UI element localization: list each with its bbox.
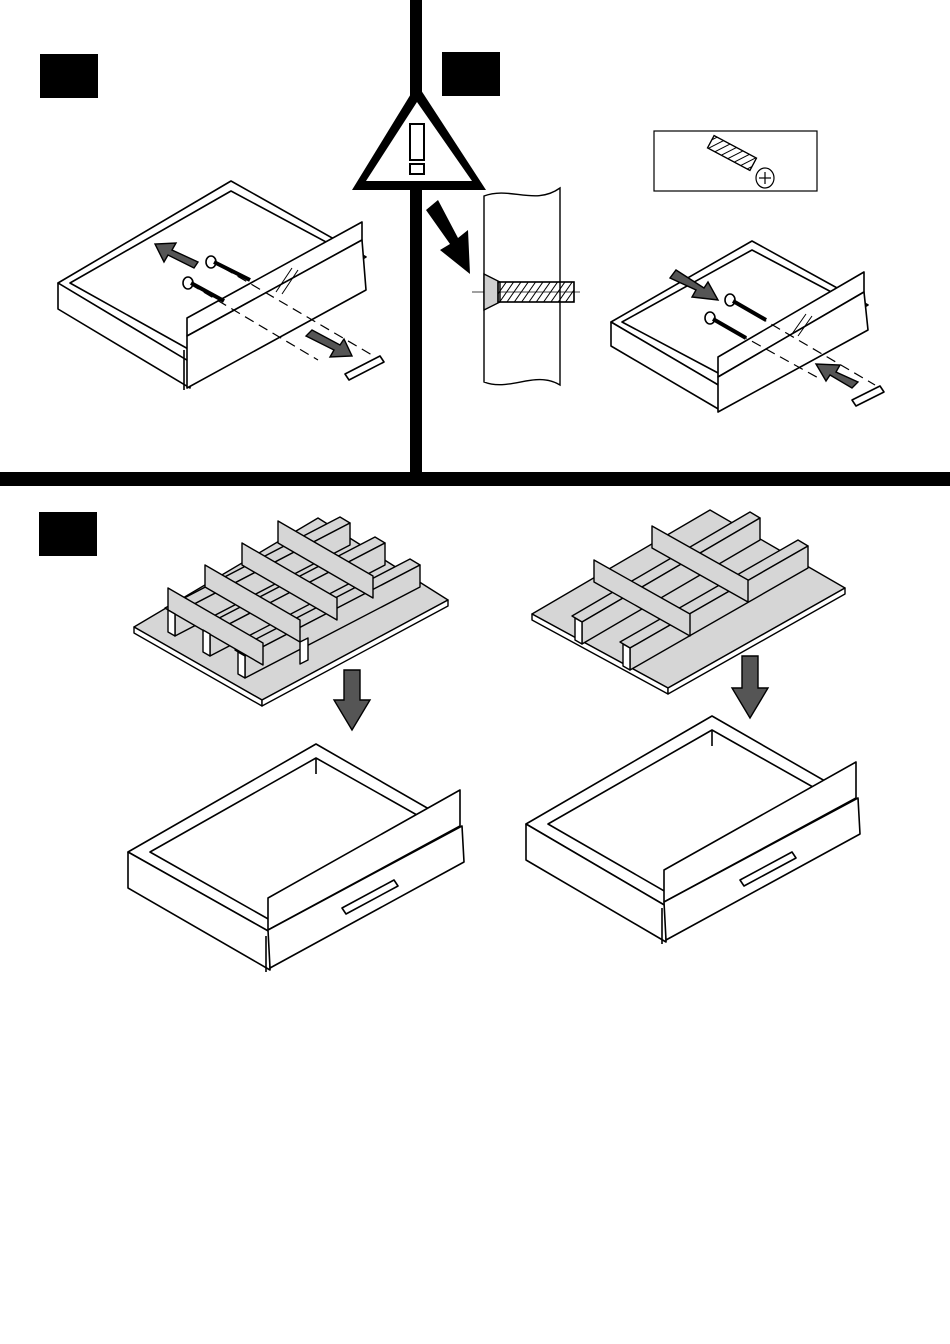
direction-arrow-icon [426,200,470,274]
cutlery-insert-large [134,517,448,706]
step-1-drawer-illustration [58,181,384,390]
screw-inset-box [654,131,817,191]
step-3-drawer-right [526,716,860,944]
direction-arrow-icon [732,656,768,718]
step-3-badge [39,512,97,556]
warning-triangle-icon [352,84,486,190]
direction-arrow-icon [334,670,370,730]
step-2-drawer-illustration [611,241,884,412]
step-3-drawer-left [128,744,464,972]
screw-section-detail [472,188,580,385]
cutlery-insert-small [532,510,845,694]
step-1-badge [40,54,98,98]
step-2-badge [442,52,500,96]
